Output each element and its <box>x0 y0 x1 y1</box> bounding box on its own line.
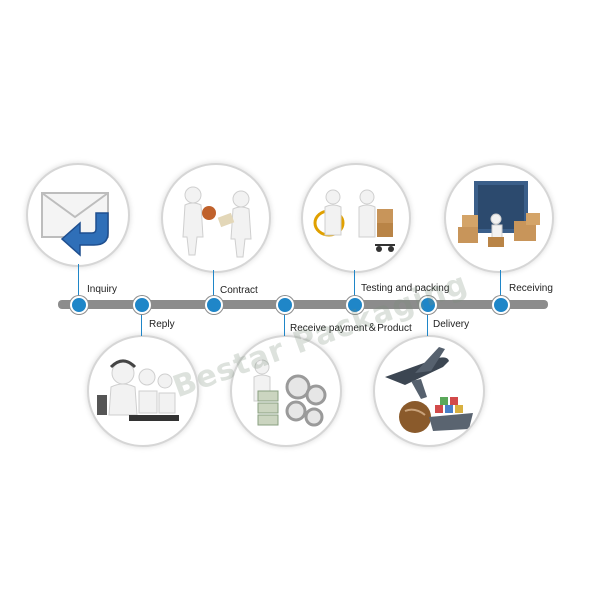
call-center-icon <box>97 359 179 421</box>
delivery-circle <box>373 335 485 447</box>
contract-node <box>205 296 223 314</box>
reply-circle <box>87 335 199 447</box>
reply-node <box>133 296 151 314</box>
inquiry-circle <box>26 163 130 267</box>
testing-label: Testing and packing <box>361 283 450 294</box>
plane-globe-icon <box>385 347 473 433</box>
inquiry-node <box>70 296 88 314</box>
reply-label: Reply <box>149 319 175 330</box>
receive-payment-stem <box>284 310 285 336</box>
contract-label: Contract <box>220 285 258 296</box>
testing-stem <box>354 270 355 302</box>
contract-circle <box>161 163 271 273</box>
delivery-stem <box>427 310 428 336</box>
receiving-label: Receiving <box>509 283 553 294</box>
inquiry-label: Inquiry <box>87 284 118 295</box>
delivery-label: Delivery <box>433 319 470 330</box>
envelope-arrow-icon <box>41 192 109 257</box>
timeline-bar <box>58 300 548 309</box>
delivery-node <box>419 296 437 314</box>
receive-payment-circle <box>230 335 342 447</box>
reply-stem <box>141 310 142 336</box>
testing-circle <box>301 163 411 273</box>
container-boxes-icon <box>458 181 540 247</box>
money-gears-icon <box>253 359 327 427</box>
receive-payment-label: Receive payment＆Product <box>290 323 412 334</box>
contract-stem <box>213 270 214 302</box>
inspection-cart-icon <box>313 189 395 252</box>
receive-payment-node <box>276 296 294 314</box>
testing-node <box>346 296 364 314</box>
receiving-node <box>492 296 510 314</box>
receiving-circle <box>444 163 554 273</box>
handshake-icon <box>182 186 252 258</box>
inquiry-stem <box>78 264 79 302</box>
receiving-stem <box>500 270 501 302</box>
